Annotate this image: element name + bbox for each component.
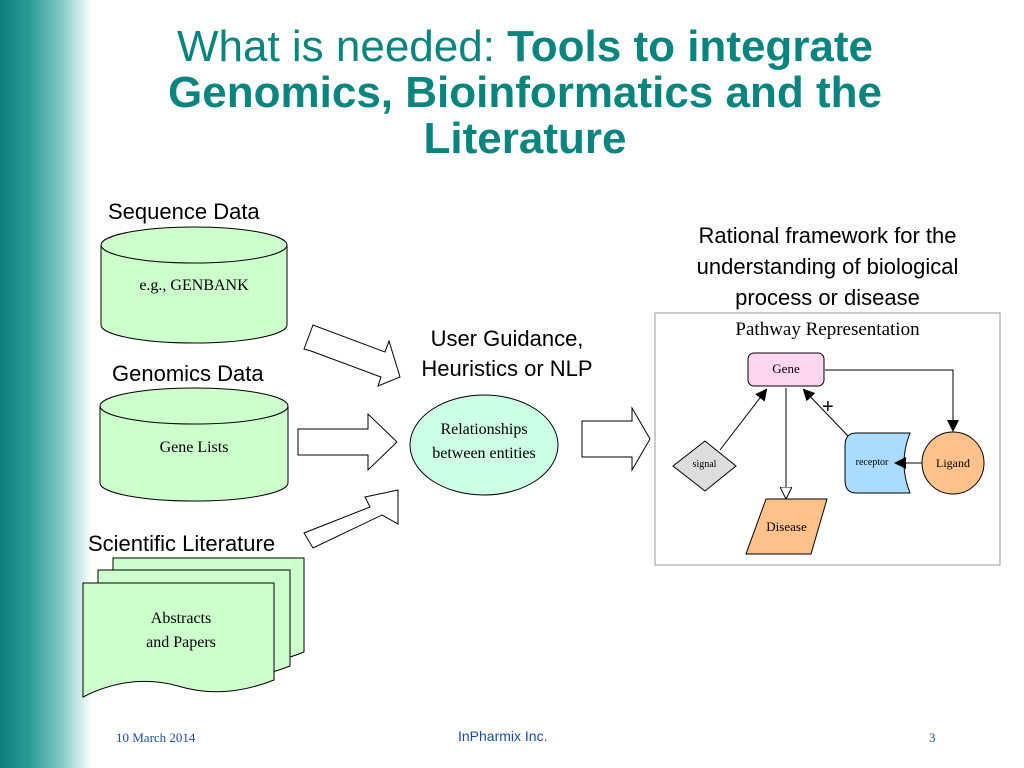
edge-gene-to-ligand <box>825 369 959 432</box>
literature-content-line2: and Papers <box>146 634 216 651</box>
title-prefix: What is needed: <box>176 22 508 71</box>
framework-text: Rational framework for the understanding… <box>655 220 1000 313</box>
relationships-node <box>409 394 559 496</box>
pathway-title: Pathway Representation <box>735 319 920 340</box>
gene-label: Gene <box>772 361 800 376</box>
arrow-from-sequence <box>303 324 401 387</box>
arrow-from-literature <box>303 489 399 549</box>
footer-company: InPharmix Inc. <box>458 728 548 744</box>
sequence-data-label: Sequence Data <box>108 199 260 224</box>
arrow-to-framework <box>581 406 651 472</box>
relationships-text: Relationships between entities <box>410 418 558 466</box>
genomics-data-cylinder <box>99 387 289 502</box>
slide-title: What is needed: Tools to integrate Genom… <box>95 24 955 162</box>
guidance-line2: Heuristics or NLP <box>421 356 593 381</box>
signal-label: signal <box>692 459 717 470</box>
footer-date: 10 March 2014 <box>116 730 196 745</box>
disease-label: Disease <box>766 519 807 534</box>
edge-receptor-to-gene <box>802 388 849 437</box>
sequence-data-content: e.g., GENBANK <box>139 277 249 294</box>
framework-line3: process or disease <box>735 285 920 310</box>
receptor-label: receptor <box>855 457 889 468</box>
genomics-data-content: Gene Lists <box>159 439 229 456</box>
literature-content-line1: Abstracts <box>150 610 212 627</box>
guidance-line1: User Guidance, <box>430 326 584 351</box>
genomics-data-label: Genomics Data <box>112 361 264 386</box>
relationships-line1: Relationships <box>440 421 528 438</box>
edge-signal-to-gene <box>719 388 768 451</box>
page-number: 3 <box>929 730 936 745</box>
gene-node <box>747 352 825 387</box>
arrow-from-genomics <box>297 412 398 472</box>
guidance-label: User Guidance, Heuristics or NLP <box>400 324 614 384</box>
ligand-label: Ligand <box>936 456 970 470</box>
title-bold: Tools to integrate Genomics, Bioinformat… <box>168 22 882 163</box>
left-gradient-band <box>0 0 92 768</box>
sequence-data-cylinder <box>100 226 288 344</box>
framework-line1: Rational framework for the <box>698 223 957 248</box>
activation-plus-sign: + <box>822 396 834 418</box>
disease-node <box>745 498 828 555</box>
literature-content: Abstracts and Papers <box>83 607 279 655</box>
signal-node <box>672 440 737 492</box>
scientific-literature-label: Scientific Literature <box>88 531 276 556</box>
relationships-line2: between entities <box>432 445 536 462</box>
literature-documents <box>82 557 305 698</box>
framework-line2: understanding of biological <box>696 254 959 279</box>
